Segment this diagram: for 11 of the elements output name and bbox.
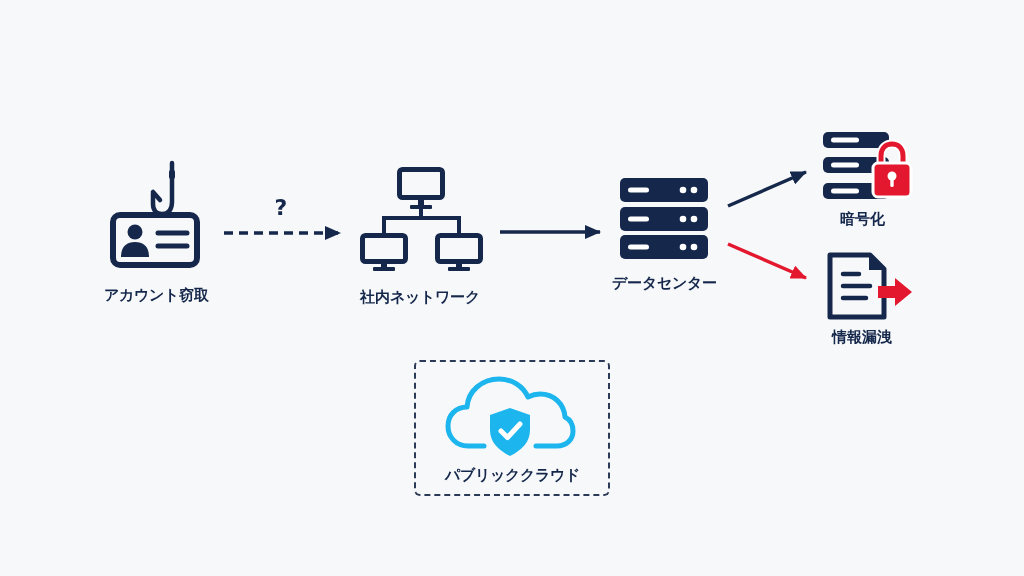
- arrow: [727, 242, 807, 280]
- node-label: 社内ネットワーク: [360, 287, 480, 307]
- dashed-arrow: [224, 226, 341, 240]
- node-label: アカウント窃取: [103, 285, 209, 305]
- arrow: [727, 170, 807, 208]
- node-label: データセンター: [611, 273, 717, 293]
- node-label: 情報漏洩: [832, 327, 892, 347]
- arrow: [500, 225, 601, 239]
- node-label: パブリッククラウド: [444, 465, 580, 485]
- dashed-panel: [414, 360, 610, 496]
- node-label: 暗号化: [839, 209, 885, 229]
